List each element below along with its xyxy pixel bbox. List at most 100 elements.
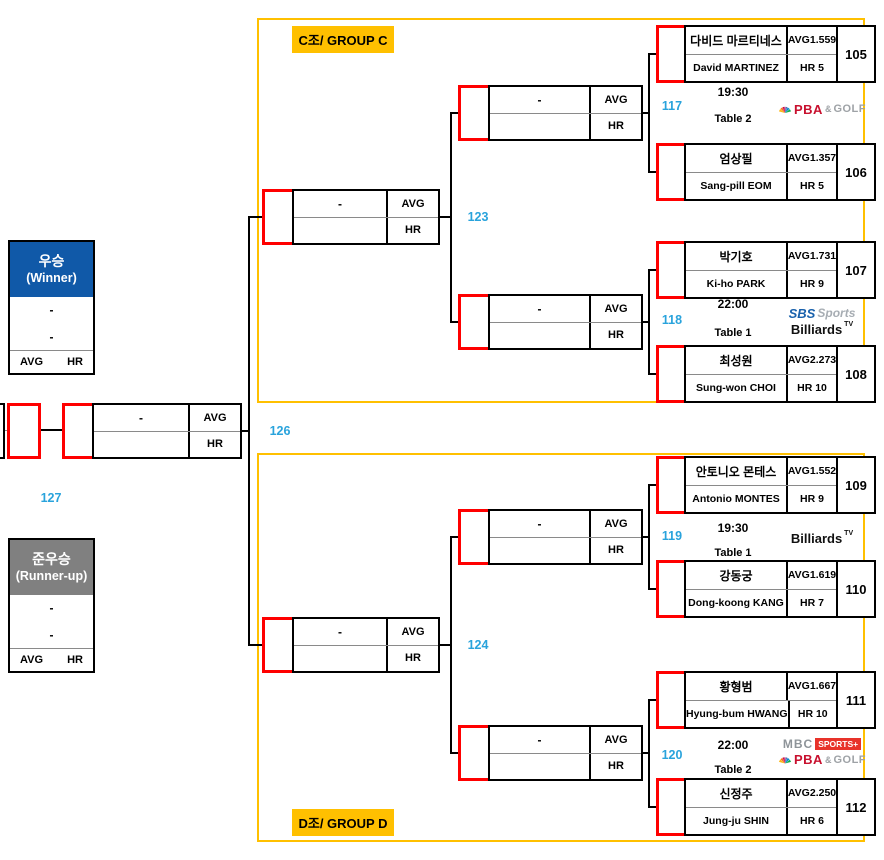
player-name-ko: 안토니오 몬테스 [695, 464, 777, 479]
winner-title-ko: 우승 [38, 253, 65, 270]
avg-label: AVG [589, 727, 641, 753]
bracket-line [440, 216, 450, 218]
bracket-line [648, 588, 656, 590]
winner-body: - - [10, 297, 93, 350]
avg-label: AVG [20, 356, 44, 368]
hr-label: HR [386, 217, 438, 243]
seed-slot [656, 456, 684, 514]
bracket-line [643, 536, 650, 538]
sbs-sports-billiards-tv-logo: SBS Sports Billiards TV [778, 303, 866, 339]
runnerup-body: - - [10, 595, 93, 648]
winner-title-en: (Winner) [26, 271, 77, 286]
bracket-line [648, 484, 656, 486]
bracket-line [450, 112, 458, 114]
match-number-118: 118 [661, 313, 683, 327]
winner-footer: AVG HR [10, 350, 93, 373]
pba-golf-logo: PBA & GOLF [778, 98, 866, 120]
player-hr: HR 5 [786, 172, 836, 199]
runnerup-footer: AVG HR [10, 648, 93, 671]
hr-label: HR [188, 431, 240, 457]
avg-label: AVG [589, 511, 641, 537]
player-avg: AVG1.552 [786, 458, 836, 485]
bracket-line [643, 752, 650, 754]
player-number: 110 [836, 560, 876, 618]
bracket-line [648, 53, 656, 55]
match-box-117: - AVG HR [458, 85, 643, 141]
player-avg: AVG1.731 [786, 243, 836, 270]
winner-header: 우승 (Winner) [10, 242, 93, 297]
match-time-117: 19:30 [717, 85, 749, 99]
match-box-126: - AVG HR [62, 403, 242, 459]
runnerup-title-ko: 준우승 [32, 551, 71, 568]
runnerup-name-row: - [49, 601, 54, 616]
match-number-123: 123 [467, 210, 489, 224]
player-hr: HR 7 [786, 589, 836, 616]
seed-slot [656, 25, 684, 83]
player-name-en: David MARTINEZ [693, 61, 779, 74]
bracket-line [450, 536, 452, 754]
billiards-tv-logo: Billiards TV [778, 527, 866, 549]
bracket-line [248, 644, 262, 646]
player-hr: HR 5 [786, 54, 836, 81]
hr-label: HR [589, 113, 641, 139]
group-d-label: D조/ GROUP D [292, 809, 394, 836]
ampersand-text: & [824, 754, 832, 765]
avg-label: AVG [589, 296, 641, 322]
player-name-ko: 강동궁 [719, 568, 753, 583]
seed-slot [656, 345, 684, 403]
player-name-en: Dong-koong KANG [688, 596, 784, 609]
seed-slot [262, 189, 292, 245]
match-box-119: - AVG HR [458, 509, 643, 565]
player-number: 112 [836, 778, 876, 836]
pba-peacock-icon [778, 756, 792, 763]
tv-logo-text: TV [844, 529, 854, 537]
match-table-119: Table 1 [714, 547, 752, 559]
pba-peacock-icon [778, 106, 792, 113]
player-box-111: 황형범 AVG1.667 Hyung-bum HWANG HR 10 111 [656, 671, 878, 729]
match-number-124: 124 [467, 638, 489, 652]
tv-logo-text: TV [844, 320, 854, 328]
player-avg: AVG2.250 [786, 780, 836, 807]
avg-label: AVG [386, 191, 438, 217]
player-box-110: 강동궁 AVG1.619 Dong-koong KANG HR 7 110 [656, 560, 878, 618]
seed-slot [458, 509, 488, 565]
player-box-109: 안토니오 몬테스 AVG1.552 Antonio MONTES HR 9 10… [656, 456, 878, 514]
bracket-line [643, 112, 650, 114]
player-number: 109 [836, 456, 876, 514]
player-name-ko: 황형범 [719, 679, 753, 694]
avg-label: AVG [589, 87, 641, 113]
seed-slot [7, 403, 41, 459]
bracket-line [450, 536, 458, 538]
player-name-ko: 박기호 [719, 249, 753, 264]
player-name-ko: 엄상필 [719, 151, 753, 166]
winner-name-row: - [49, 303, 54, 318]
match-name-placeholder: - [537, 516, 542, 531]
golf-logo-text: GOLF [833, 103, 866, 115]
avg-label: AVG [188, 405, 240, 431]
player-avg: AVG1.357 [786, 145, 836, 172]
player-hr: HR 9 [786, 270, 836, 297]
player-name-en: Sung-won CHOI [696, 381, 776, 394]
match-number-117: 117 [661, 99, 683, 113]
bracket-line [643, 321, 650, 323]
hr-label: HR [589, 753, 641, 779]
mbc-sports-logo-text: SPORTS+ [815, 738, 862, 750]
seed-slot [656, 778, 684, 836]
bracket-line [440, 644, 450, 646]
match-name-placeholder [94, 432, 188, 458]
player-hr: HR 10 [787, 700, 837, 727]
match-number-126: 126 [269, 424, 291, 438]
bracket-line [248, 216, 262, 218]
seed-slot [262, 617, 292, 673]
seed-slot [62, 403, 92, 459]
seed-slot [458, 85, 488, 141]
player-name-en: Jung-ju SHIN [703, 814, 769, 827]
group-c-container [257, 18, 865, 403]
match-time-119: 19:30 [717, 521, 749, 535]
mbc-sports-pba-golf-logo: MBC SPORTS+ PBA & GOLF [778, 731, 866, 773]
hr-label: HR [67, 654, 83, 666]
match-name-placeholder [490, 538, 589, 564]
winner-box: 우승 (Winner) - - AVG HR [8, 240, 95, 375]
avg-label: AVG [20, 654, 44, 666]
bracket-line [648, 699, 656, 701]
